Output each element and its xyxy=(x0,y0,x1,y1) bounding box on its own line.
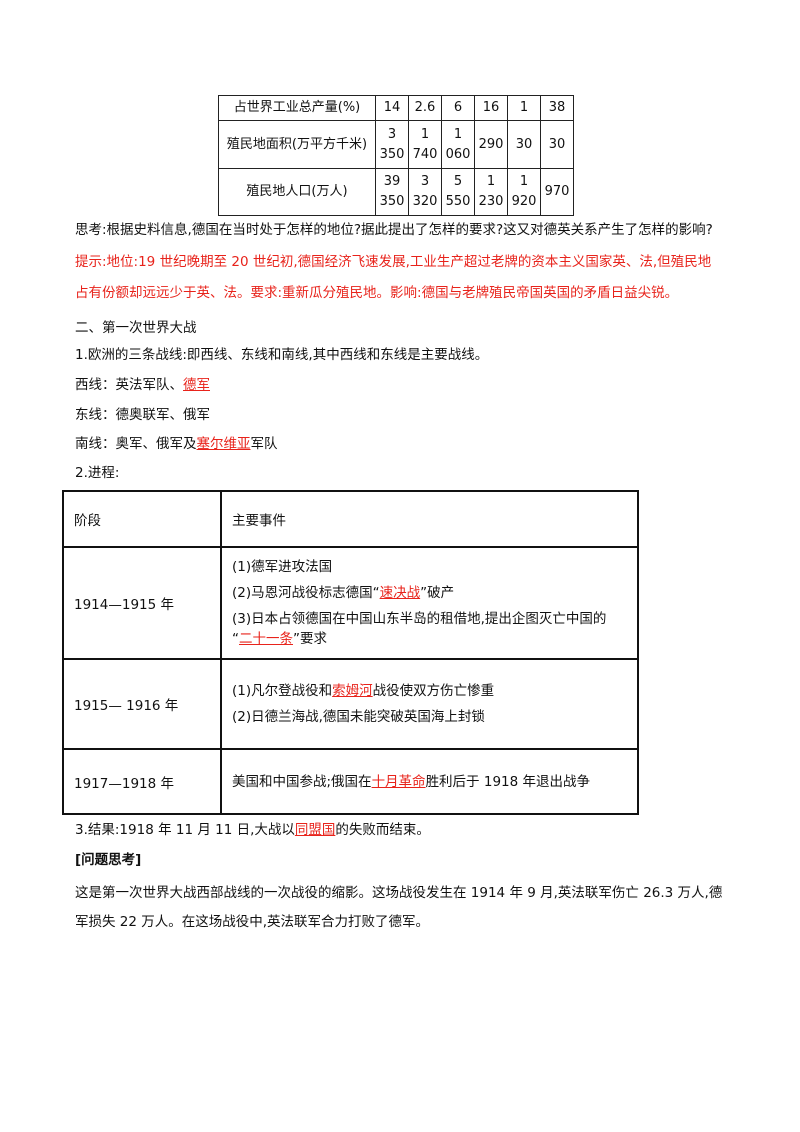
table-cell: 39 350 xyxy=(375,168,409,216)
hint-text-line1: 提示:地位:19 世纪晚期至 20 世纪初,德国经济飞速发展,工业生产超过老牌的… xyxy=(75,254,712,270)
table-row: 1915— 1916 年 (1)凡尔登战役和索姆河战役使双方伤亡惨重 (2)日德… xyxy=(62,658,639,750)
result-label: 3.结果:1918 年 11 月 11 日,大战以 xyxy=(75,822,295,838)
table-cell: 1 920 xyxy=(507,168,541,216)
answer-blank: 索姆河 xyxy=(332,683,373,699)
south-front-label: 南线：奥军、俄军及 xyxy=(75,436,197,452)
table-row: 1917—1918 年 美国和中国参战;俄国在十月革命胜利后于 1918 年退出… xyxy=(62,748,639,815)
table-row: 1914—1915 年 (1)德军进攻法国 (2)马恩河战役标志德国“速决战”破… xyxy=(62,546,639,660)
south-front-answer: 塞尔维亚 xyxy=(196,436,251,452)
table-cell: 3 350 xyxy=(375,120,409,169)
table-cell: 290 xyxy=(474,120,508,169)
table-cell: 1 230 xyxy=(474,168,508,216)
header-stage: 阶段 xyxy=(62,490,222,548)
east-front-line: 东线：德奥联军、俄军 xyxy=(75,407,210,423)
event-item: (1)德军进攻法国 xyxy=(232,559,333,575)
event-item: (1)凡尔登战役和索姆河战役使双方伤亡惨重 xyxy=(232,683,495,699)
events-cell: 美国和中国参战;俄国在十月革命胜利后于 1918 年退出战争 xyxy=(220,748,639,815)
table-cell: 5 550 xyxy=(441,168,475,216)
war-process-table: 阶段 主要事件 1914—1915 年 (1)德军进攻法国 (2)马恩河战役标志… xyxy=(62,490,639,815)
stage-cell: 1914—1915 年 xyxy=(62,546,222,660)
table-cell: 2.6 xyxy=(408,95,442,121)
table-cell: 970 xyxy=(540,168,574,216)
stage-cell: 1915— 1916 年 xyxy=(62,658,222,750)
header-events: 主要事件 xyxy=(220,490,639,548)
table-cell: 1 740 xyxy=(408,120,442,169)
hint-text-line2: 占有份额却远远少于英、法。要求:重新瓜分殖民地。影响:德国与老牌殖民帝国英国的矛… xyxy=(75,285,679,301)
west-front-label: 西线：英法军队、 xyxy=(75,377,183,393)
result-suffix: 的失败而结束。 xyxy=(335,822,430,838)
table-row: 殖民地人口(万人) 39 350 3 320 5 550 1 230 1 920… xyxy=(218,168,574,216)
event-item: (2)日德兰海战,德国未能突破英国海上封锁 xyxy=(232,709,485,725)
section-title: 二、第一次世界大战 xyxy=(75,320,197,336)
result-line: 3.结果:1918 年 11 月 11 日,大战以同盟国的失败而结束。 xyxy=(75,820,430,840)
row-label: 殖民地面积(万平方千米) xyxy=(218,120,376,169)
table-cell: 1 xyxy=(507,95,541,121)
row-label: 占世界工业总产量(%) xyxy=(218,95,376,121)
answer-blank: 二十一条 xyxy=(239,631,293,647)
table-cell: 1 060 xyxy=(441,120,475,169)
question-text: 思考:根据史料信息,德国在当时处于怎样的地位?据此提出了怎样的要求?这又对德英关… xyxy=(75,222,713,238)
event-item: 美国和中国参战;俄国在十月革命胜利后于 1918 年退出战争 xyxy=(232,773,591,790)
south-front-suffix: 军队 xyxy=(250,436,278,452)
event-item: (2)马恩河战役标志德国“速决战”破产 xyxy=(232,585,455,601)
table-row: 殖民地面积(万平方千米) 3 350 1 740 1 060 290 30 30 xyxy=(218,120,574,169)
west-front-answer: 德军 xyxy=(183,377,210,393)
industry-colony-table: 占世界工业总产量(%) 14 2.6 6 16 1 38 殖民地面积(万平方千米… xyxy=(218,95,574,216)
table-cell: 30 xyxy=(540,120,574,169)
fronts-intro: 1.欧洲的三条战线:即西线、东线和南线,其中西线和东线是主要战线。 xyxy=(75,347,489,363)
process-title: 2.进程: xyxy=(75,465,120,481)
table-cell: 3 320 xyxy=(408,168,442,216)
think-text-line1: 这是第一次世界大战西部战线的一次战役的缩影。这场战役发生在 1914 年 9 月… xyxy=(75,885,723,901)
table-cell: 14 xyxy=(375,95,409,121)
events-cell: (1)德军进攻法国 (2)马恩河战役标志德国“速决战”破产 (3)日本占领德国在… xyxy=(220,546,639,660)
table-cell: 6 xyxy=(441,95,475,121)
event-item: (3)日本占领德国在中国山东半岛的租借地,提出企图灭亡中国的“二十一条”要求 xyxy=(232,611,607,647)
answer-blank: 速决战 xyxy=(379,585,421,601)
row-label: 殖民地人口(万人) xyxy=(218,168,376,216)
events-cell: (1)凡尔登战役和索姆河战役使双方伤亡惨重 (2)日德兰海战,德国未能突破英国海… xyxy=(220,658,639,750)
table-header-row: 阶段 主要事件 xyxy=(62,490,639,548)
table-cell: 30 xyxy=(507,120,541,169)
table-cell: 16 xyxy=(474,95,508,121)
west-front-line: 西线：英法军队、德军 xyxy=(75,375,210,395)
south-front-line: 南线：奥军、俄军及塞尔维亚军队 xyxy=(75,434,278,454)
answer-blank: 十月革命 xyxy=(371,773,426,790)
result-answer: 同盟国 xyxy=(294,822,336,838)
stage-cell: 1917—1918 年 xyxy=(62,748,222,815)
think-text-line2: 军损失 22 万人。在这场战役中,英法联军合力打败了德军。 xyxy=(75,914,430,930)
think-heading: [问题思考] xyxy=(75,852,142,868)
table-cell: 38 xyxy=(540,95,574,121)
table-row: 占世界工业总产量(%) 14 2.6 6 16 1 38 xyxy=(218,95,574,121)
